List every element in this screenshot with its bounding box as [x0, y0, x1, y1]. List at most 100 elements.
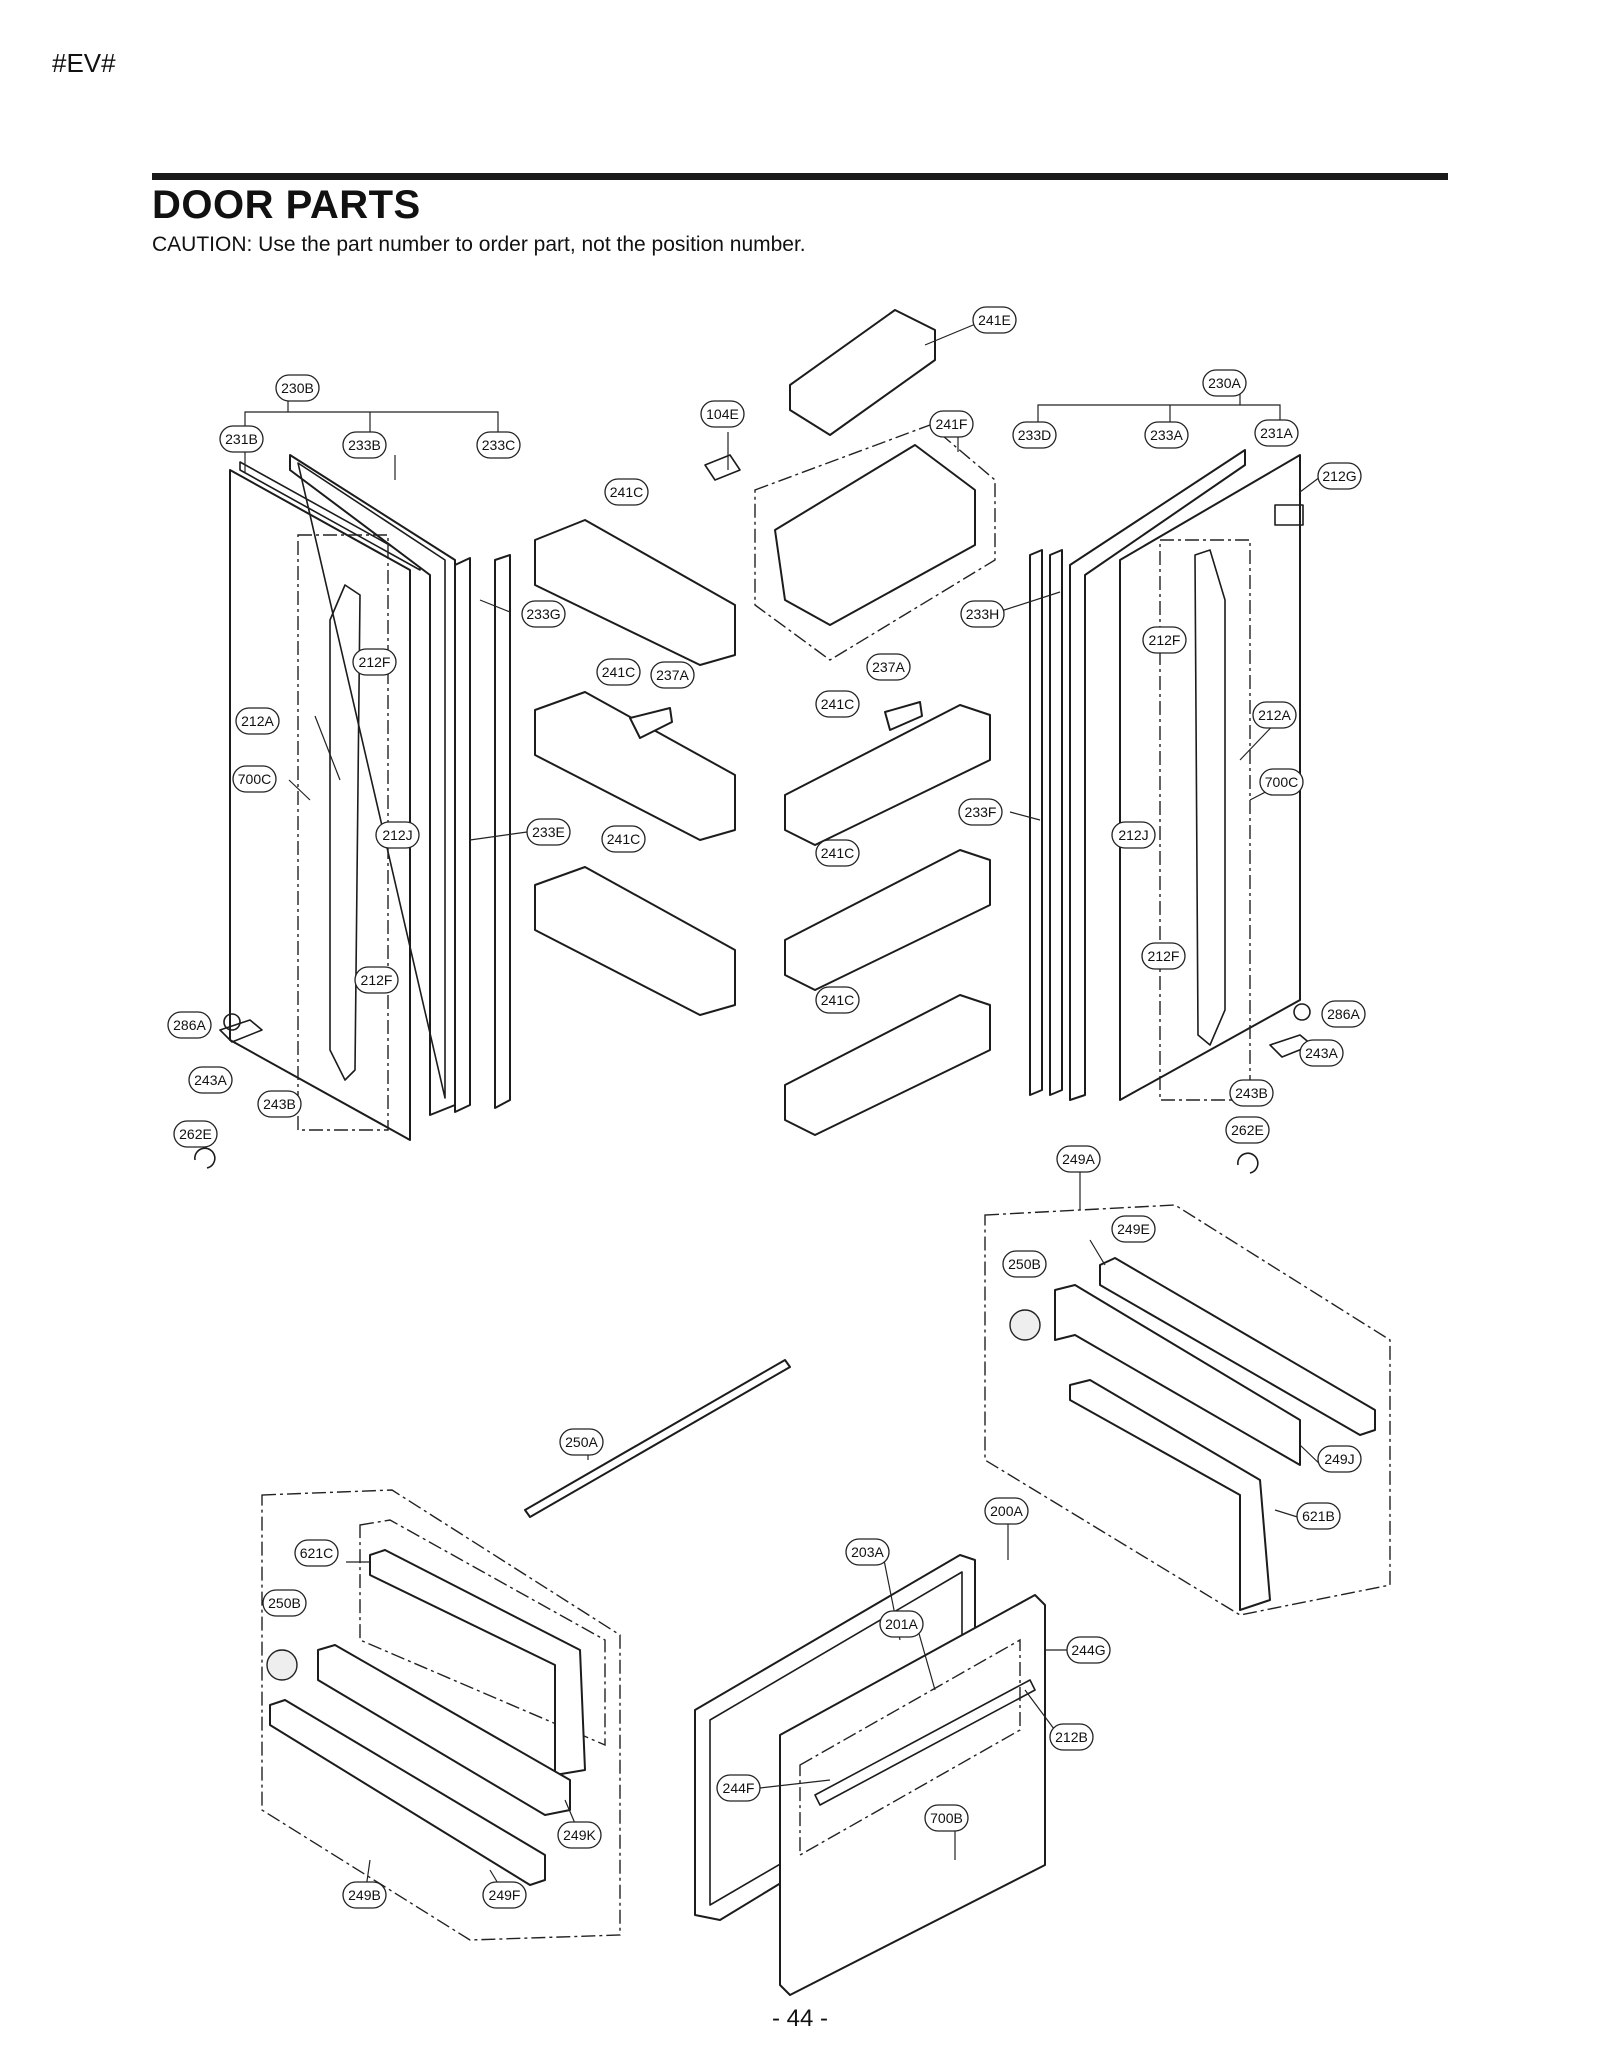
callout-230A: 230A: [1202, 369, 1247, 397]
gear-250B-left: [266, 1649, 298, 1681]
callout-250B-R-text: 250B: [1008, 1256, 1041, 1272]
document-tag: #EV#: [52, 48, 116, 78]
bracket-621B: [1069, 1379, 1271, 1611]
callout-212A-R: 212A: [1252, 701, 1297, 729]
callout-286A-R: 286A: [1321, 1000, 1366, 1028]
right-door-seal: [1029, 549, 1043, 1096]
bin-left-2: [534, 691, 736, 841]
callout-104E-text: 104E: [706, 406, 739, 422]
callout-700B-text: 700B: [930, 1810, 963, 1826]
callout-212G: 212G: [1317, 462, 1362, 490]
callout-249F: 249F: [482, 1881, 527, 1909]
callout-233C-text: 233C: [482, 437, 515, 453]
callout-212J-L: 212J: [375, 821, 420, 849]
bin-dairy: [774, 444, 976, 626]
callout-243B-L-text: 243B: [263, 1096, 296, 1112]
callout-237A-2: 237A: [866, 653, 911, 681]
callout-212F-1: 212F: [1142, 626, 1187, 654]
callout-621C-text: 621C: [300, 1545, 333, 1561]
callout-212A-R-text: 212A: [1258, 707, 1291, 723]
callout-104E: 104E: [700, 400, 745, 428]
rail-249F: [269, 1699, 546, 1886]
callout-243A-R: 243A: [1299, 1039, 1344, 1067]
left-door-assembly: [194, 448, 511, 1169]
right-door-gasket: [1069, 449, 1246, 1101]
callout-241F: 241F: [929, 410, 974, 438]
callout-286A-R-text: 286A: [1327, 1006, 1360, 1022]
callout-241C-1: 241C: [604, 478, 649, 506]
bracket-621C: [369, 1549, 586, 1776]
right-door-handle: [1194, 549, 1226, 1046]
callout-231B: 231B: [219, 425, 264, 453]
page-title: DOOR PARTS: [152, 183, 421, 227]
callout-249J: 249J: [1317, 1445, 1362, 1473]
callout-233H-text: 233H: [966, 606, 999, 622]
callout-243A-L: 243A: [188, 1066, 233, 1094]
left-door-handle: [329, 584, 361, 1081]
bin-divider-left: [629, 707, 673, 739]
callout-233F-text: 233F: [965, 804, 997, 820]
callout-233G-text: 233G: [526, 606, 560, 622]
left-door-gasket: [289, 454, 456, 1116]
callout-212F-2: 212F: [352, 648, 397, 676]
drawer-handle-212B: [814, 1679, 1036, 1806]
callout-243A-R-text: 243A: [1305, 1045, 1338, 1061]
callout-241E-text: 241E: [978, 312, 1011, 328]
callout-249A-text: 249A: [1062, 1151, 1095, 1167]
callout-241C-6-text: 241C: [821, 992, 854, 1008]
right-door-panel: [1119, 454, 1301, 1101]
callout-241C-6: 241C: [815, 986, 860, 1014]
bin-divider-right: [884, 701, 923, 731]
callout-231A: 231A: [1254, 419, 1299, 447]
callout-233G: 233G: [521, 600, 566, 628]
strip-250A: [524, 1359, 791, 1518]
left-door-strip: [454, 557, 471, 1113]
callout-212A-L-text: 212A: [241, 713, 274, 729]
callout-230B-text: 230B: [281, 380, 314, 396]
callout-249K-text: 249K: [563, 1827, 596, 1843]
callout-201A: 201A: [879, 1610, 924, 1638]
callout-262E-R: 262E: [1225, 1116, 1270, 1144]
callout-200A: 200A: [984, 1497, 1029, 1525]
callout-262E-R-text: 262E: [1231, 1122, 1264, 1138]
callout-212F-4: 212F: [354, 966, 399, 994]
callout-244G-text: 244G: [1071, 1642, 1105, 1658]
callout-212F-3: 212F: [1141, 942, 1186, 970]
callout-249E: 249E: [1111, 1215, 1156, 1243]
callout-243B-R: 243B: [1229, 1079, 1274, 1107]
callout-249B: 249B: [342, 1881, 387, 1909]
caution-note: CAUTION: Use the part number to order pa…: [152, 233, 806, 256]
callout-233A-text: 233A: [1150, 427, 1183, 443]
callout-700C-R: 700C: [1259, 768, 1304, 796]
callout-249A: 249A: [1056, 1145, 1101, 1173]
lower-left-assembly: [261, 1359, 791, 1941]
callout-249B-text: 249B: [348, 1887, 381, 1903]
callout-621B: 621B: [1296, 1502, 1341, 1530]
callout-241F-text: 241F: [936, 416, 968, 432]
callout-203A-text: 203A: [851, 1544, 884, 1560]
callout-200A-text: 200A: [990, 1503, 1023, 1519]
callout-700B: 700B: [924, 1804, 969, 1832]
callout-212G-text: 212G: [1322, 468, 1356, 484]
callout-230B: 230B: [275, 374, 320, 402]
callout-212J-R: 212J: [1111, 821, 1156, 849]
callout-241C-2: 241C: [596, 658, 641, 686]
left-c-clip: [194, 1147, 216, 1169]
bin-right-1: [784, 704, 991, 846]
freezer-drawer-assembly: [694, 1554, 1046, 1996]
callout-233D: 233D: [1012, 421, 1057, 449]
callout-212A-L: 212A: [235, 707, 280, 735]
callout-231A-text: 231A: [1260, 425, 1293, 441]
right-door-label: [1274, 504, 1304, 526]
callout-700C-L: 700C: [232, 765, 277, 793]
callout-249J-text: 249J: [1324, 1451, 1354, 1467]
group-621C-outline: [359, 1519, 606, 1747]
callout-250B-L-text: 250B: [268, 1595, 301, 1611]
callout-212B-text: 212B: [1055, 1729, 1088, 1745]
lower-right-assembly: [984, 1204, 1391, 1616]
bin-left-3: [534, 866, 736, 1016]
callout-250B-R: 250B: [1002, 1250, 1047, 1278]
callout-241C-3-text: 241C: [821, 696, 854, 712]
bin-right-3: [784, 994, 991, 1136]
